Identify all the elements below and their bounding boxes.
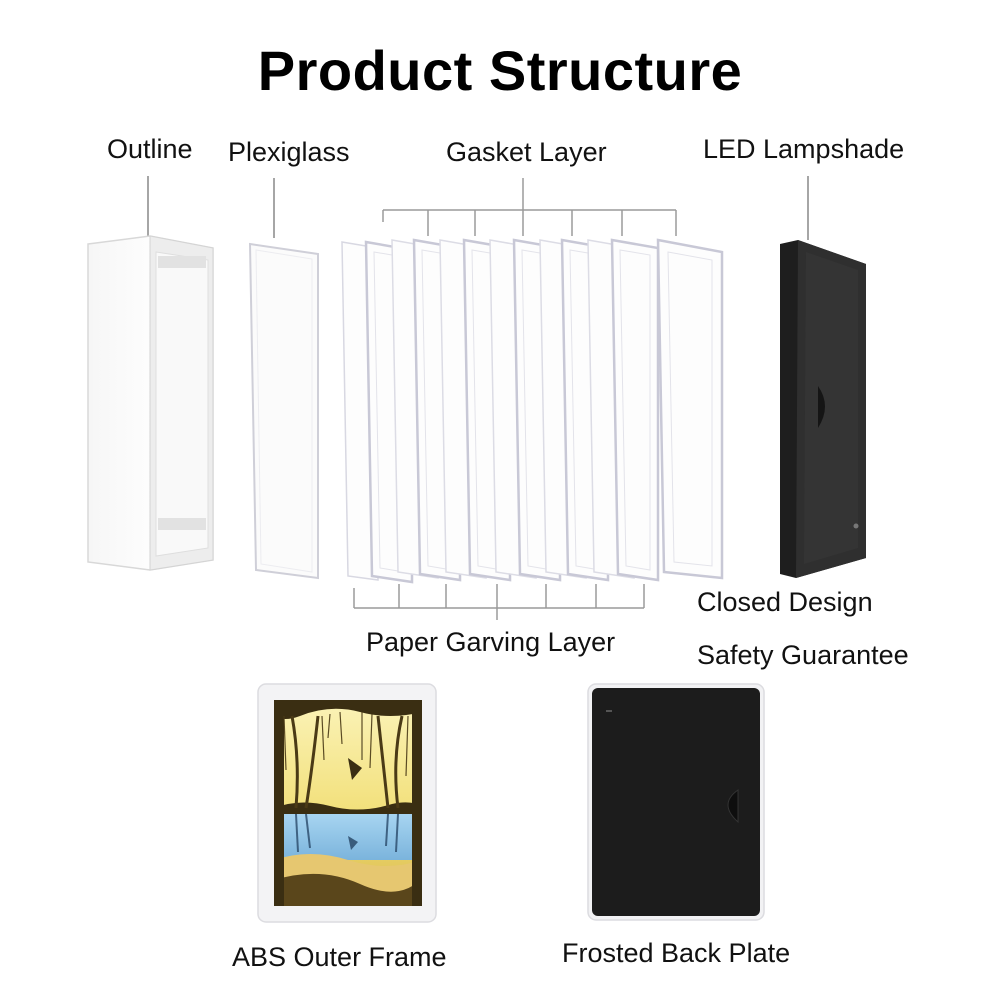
layer-frames: [341, 238, 724, 584]
abs-outer-frame-label: ABS Outer Frame: [232, 942, 447, 972]
safety-guarantee-label: Safety Guarantee: [697, 640, 909, 670]
outline-box: [87, 235, 214, 571]
plexiglass-panel: [248, 242, 319, 580]
led-lampshade-label: LED Lampshade: [703, 134, 905, 164]
abs-outer-frame: [257, 683, 437, 923]
led-lampshade: [780, 240, 866, 578]
frosted-back-plate-label: Frosted Back Plate: [562, 938, 791, 968]
paper-carving-bracket: [353, 584, 645, 620]
closed-design-label: Closed Design: [697, 587, 873, 617]
frosted-back-plate: [587, 683, 765, 921]
paper-carving-layer-label: Paper Garving Layer: [366, 627, 616, 657]
plexiglass-label: Plexiglass: [228, 137, 350, 167]
page-title: Product Structure: [257, 39, 743, 102]
gasket-bracket: [382, 178, 677, 236]
gasket-layer-label: Gasket Layer: [446, 137, 607, 167]
outline-label: Outline: [107, 134, 193, 164]
